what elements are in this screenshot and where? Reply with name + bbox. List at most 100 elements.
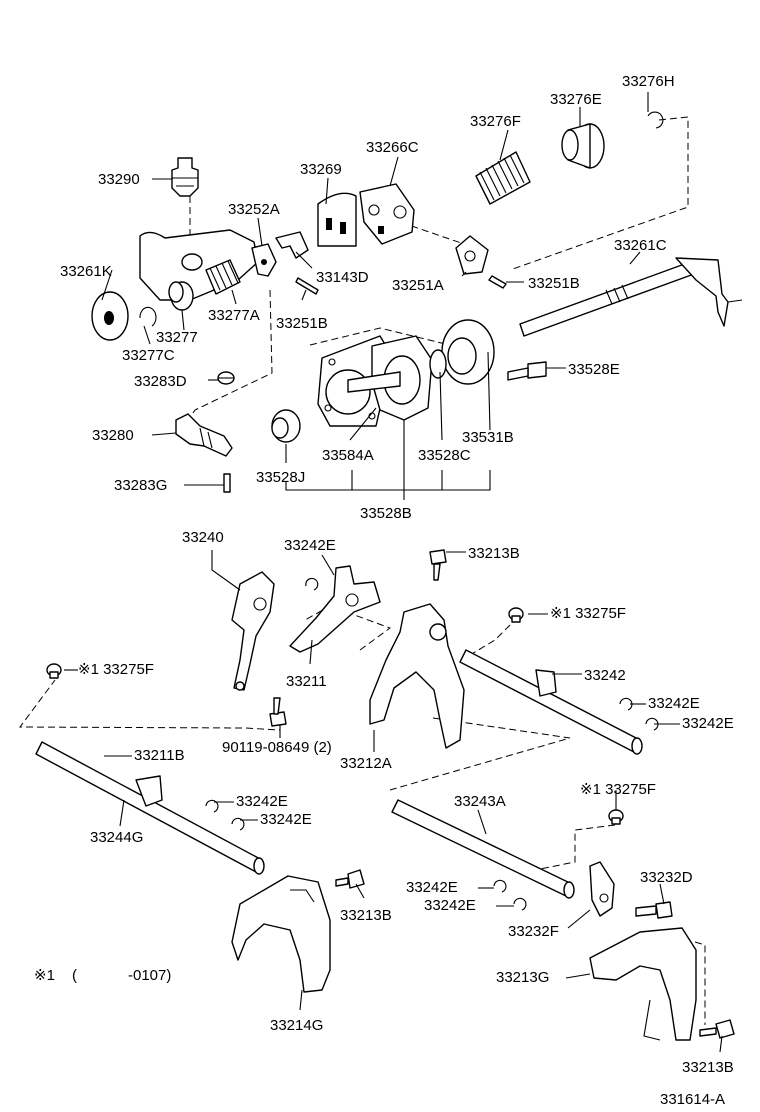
label-33277a: 33277A: [208, 307, 260, 324]
label-33242e-3: 33242E: [682, 715, 734, 732]
label-33251b-upper: 33251B: [528, 275, 580, 292]
label-33213g: 33213G: [496, 969, 549, 986]
label-33276f: 33276F: [470, 113, 521, 130]
shaft-33261c-drawing: [519, 257, 743, 337]
c-clip-33242e-a-drawing: [305, 577, 319, 591]
label-33242: 33242: [584, 667, 626, 684]
plug-33275f-c-drawing: [608, 809, 624, 825]
c-clip-33242e-f-drawing: [493, 879, 507, 893]
plug-33283d-drawing: [217, 371, 235, 385]
shift-fork-33213g-drawing: [589, 927, 697, 1041]
diagram-id: 331614-A: [660, 1091, 725, 1108]
label-33275f-2: ※1 33275F: [78, 661, 154, 678]
bushing-33276e-drawing: [561, 123, 605, 169]
extension-housing-drawing: [347, 335, 433, 421]
label-33242e-1: 33242E: [284, 537, 336, 554]
label-33283d: 33283D: [134, 373, 187, 390]
breather-plug-drawing: [171, 157, 199, 197]
label-33252a: 33252A: [228, 201, 280, 218]
label-33251b-lower: 33251B: [276, 315, 328, 332]
label-33214g: 33214G: [270, 1017, 323, 1034]
label-33243a: 33243A: [454, 793, 506, 810]
label-33212a: 33212A: [340, 755, 392, 772]
shift-fork-33214g-drawing: [231, 875, 331, 993]
label-33261c: 33261C: [614, 237, 667, 254]
footnote-range: -0107): [128, 967, 171, 984]
bearing-33528j-drawing: [271, 409, 301, 443]
label-33232d: 33232D: [640, 869, 693, 886]
label-33242e-2: 33242E: [648, 695, 700, 712]
label-33277c: 33277C: [122, 347, 175, 364]
shift-fork-33212a-drawing: [369, 603, 465, 749]
bolt-33528e-drawing: [507, 361, 547, 381]
label-33213b-1: 33213B: [468, 545, 520, 562]
bolt-33213b-b-drawing: [335, 869, 365, 889]
label-33276e: 33276E: [550, 91, 602, 108]
label-33269: 33269: [300, 161, 342, 178]
shaft-33243a-drawing: [391, 799, 575, 899]
label-33528b: 33528B: [360, 505, 412, 522]
label-33211b: 33211B: [134, 747, 185, 764]
shaft-33244g-drawing: [35, 741, 265, 875]
label-33528e: 33528E: [568, 361, 620, 378]
plug-33275f-a-drawing: [508, 607, 524, 623]
label-90119-08649: 90119-08649 (2): [222, 739, 332, 756]
plug-33275f-b-drawing: [46, 663, 62, 679]
label-33528j: 33528J: [256, 469, 305, 486]
bolt-33232d-drawing: [635, 901, 673, 919]
c-clip-33242e-c-drawing: [645, 717, 659, 731]
lever-33252a-drawing: [251, 243, 277, 277]
spring-clip-33143d-drawing: [275, 231, 309, 259]
label-33261k: 33261K: [60, 263, 112, 280]
footnote-mark: ※1: [34, 967, 55, 984]
disc-33261k-drawing: [91, 291, 129, 341]
label-33242e-4: 33242E: [236, 793, 288, 810]
label-33143d: 33143D: [316, 269, 369, 286]
case-housing-drawing: [139, 229, 259, 301]
switch-33280-drawing: [175, 413, 233, 457]
label-33213b-2: 33213B: [340, 907, 392, 924]
c-clip-33242e-b-drawing: [619, 697, 633, 711]
label-33277: 33277: [156, 329, 198, 346]
label-33251a: 33251A: [392, 277, 444, 294]
part-labels: 33276H 33276E 33276F 33266C 33269 33290 …: [60, 73, 734, 1076]
clip-33276h-drawing: [647, 111, 664, 129]
collar-33277-drawing: [168, 281, 194, 311]
label-33242e-7: 33242E: [424, 897, 476, 914]
c-clip-33242e-g-drawing: [513, 897, 527, 911]
leader-lines: [64, 92, 723, 1053]
pin-33283g-drawing: [223, 473, 231, 493]
pin-33251b-lower-drawing: [295, 277, 319, 295]
footnote: ※1 ( -0107): [34, 967, 171, 984]
spring-33277a-drawing: [205, 259, 241, 295]
label-33242e-6: 33242E: [406, 879, 458, 896]
bracket-33232f-drawing: [589, 861, 615, 917]
label-33242e-5: 33242E: [260, 811, 312, 828]
label-33213b-3: 33213B: [682, 1059, 734, 1076]
lever-33251a-drawing: [455, 235, 489, 275]
label-33275f-3: ※1 33275F: [580, 781, 656, 798]
label-33266c: 33266C: [366, 139, 419, 156]
bracket-33266c-drawing: [359, 183, 415, 245]
label-33584a: 33584A: [322, 447, 374, 464]
seal-33531b-drawing: [429, 319, 495, 385]
bolt-33213b-c-drawing: [699, 1019, 735, 1039]
label-33280: 33280: [92, 427, 134, 444]
label-33528c: 33528C: [418, 447, 471, 464]
spring-33276f-drawing: [475, 151, 531, 205]
label-33211: 33211: [286, 673, 327, 690]
label-33244g: 33244G: [90, 829, 143, 846]
shaft-33242-drawing: [459, 649, 643, 755]
lever-33211-drawing: [289, 565, 381, 653]
pin-33251b-upper-drawing: [488, 275, 507, 289]
label-33531b: 33531B: [462, 429, 514, 446]
bolt-33213b-a-drawing: [429, 549, 447, 581]
label-33240: 33240: [182, 529, 224, 546]
plate-33269-drawing: [317, 192, 357, 247]
footnote-open-paren: (: [72, 967, 77, 984]
label-33276h: 33276H: [622, 73, 675, 90]
shift-lever-33240-drawing: [231, 571, 275, 691]
label-33290: 33290: [98, 171, 140, 188]
